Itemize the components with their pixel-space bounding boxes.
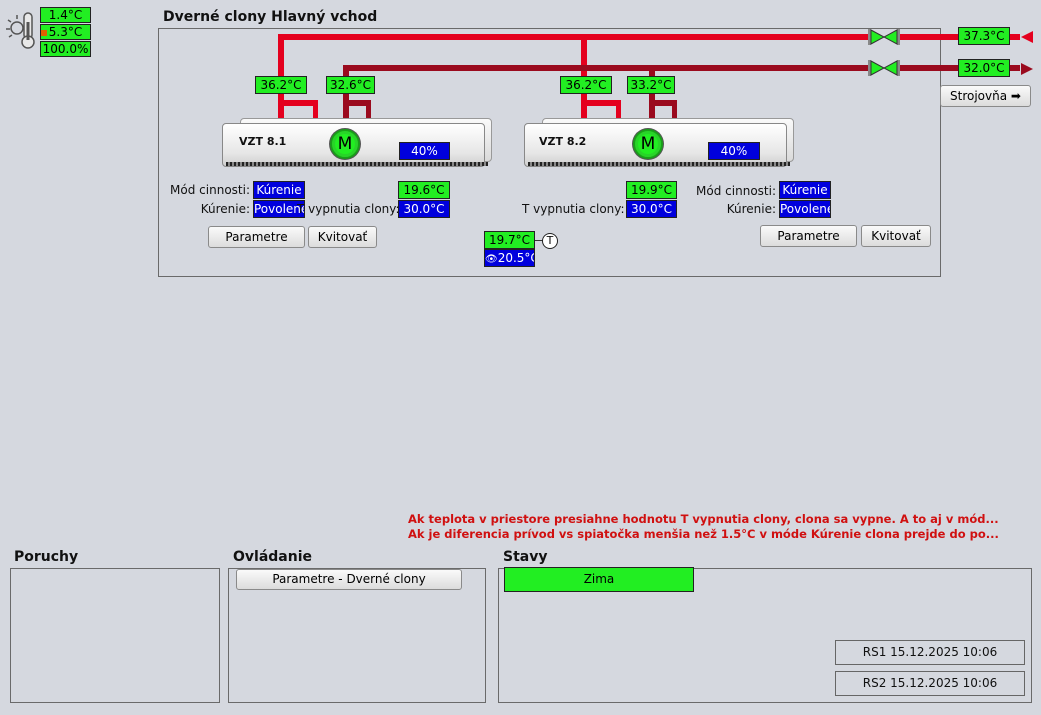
supply-pipe-after-valve [898, 34, 958, 40]
unit2-cutoff-temp[interactable]: 30.0°C [626, 200, 677, 218]
unit1-room-temp: 19.6°C [398, 181, 450, 199]
room-sensor-icon: T [542, 233, 558, 249]
unit1-name: VZT 8.1 [239, 135, 287, 148]
unit2-heating-label: Kúrenie: [726, 202, 776, 216]
unit2-motor-label: M [640, 134, 656, 154]
state-value: Zima [504, 567, 694, 592]
unit1-grille [226, 162, 488, 166]
return-hook-2b [672, 100, 677, 120]
return-arrow-icon [1021, 63, 1033, 75]
unit2-mode-label: Mód cinnosti: [696, 184, 776, 198]
unit2-heating-value[interactable]: Povolené [779, 200, 831, 218]
return-hook-1 [343, 100, 371, 106]
return-pipe-ext [1010, 65, 1020, 71]
control-params-button[interactable]: Parametre - Dverné clony [236, 569, 462, 590]
room-sensor-label: T [546, 234, 554, 247]
room-setpoint-value: 20.5°C [497, 251, 535, 265]
supply-hook-1 [278, 100, 318, 106]
outdoor-temp-2: 5.3°C [40, 24, 91, 40]
supply-pipe-ext [1010, 34, 1020, 40]
unit1-mode-value[interactable]: Kúrenie [253, 181, 305, 199]
unit2-supply-temp: 36.2°C [560, 76, 612, 94]
unit2-name: VZT 8.2 [539, 135, 587, 148]
unit1-fan-percent[interactable]: 40% [399, 142, 450, 160]
return-hook-1b [366, 100, 371, 120]
supply-hook-2 [581, 100, 621, 106]
note-1: Ak teplota v priestore presiahne hodnotu… [408, 512, 999, 526]
thermometer-sun-icon [6, 12, 35, 49]
outdoor-humidity: 100.0% [40, 41, 91, 57]
unit2-room-temp: 19.9°C [626, 181, 677, 199]
return-pipe-main [343, 65, 870, 71]
unit1-cutoff-temp[interactable]: 30.0°C [398, 200, 450, 218]
unit1-heating-label: Kúrenie: [200, 202, 250, 216]
unit2-return-temp: 33.2°C [627, 76, 675, 94]
main-title: Dverné clony Hlavný vchod [163, 9, 378, 25]
faults-panel [10, 568, 220, 703]
rs1-timestamp: RS1 15.12.2025 10:06 [835, 640, 1025, 665]
supply-valve-icon[interactable] [868, 27, 900, 47]
unit2-fan-percent[interactable]: 40% [708, 142, 760, 160]
unit2-params-button[interactable]: Parametre [760, 225, 857, 247]
unit2-ack-button[interactable]: Kvitovať [861, 225, 931, 247]
unit2-mode-value[interactable]: Kúrenie [779, 181, 831, 199]
supply-temp: 37.3°C [958, 27, 1010, 45]
supply-hook-2b [616, 100, 621, 120]
note-2: Ak je diferencia prívod vs spiatočka men… [408, 527, 999, 541]
manual-flag-icon [41, 30, 47, 36]
faults-title: Poruchy [14, 549, 79, 565]
room-sensor-connector [535, 240, 543, 241]
strojovna-button-label: Strojovňa [950, 89, 1008, 103]
unit1-heating-value[interactable]: Povolené [253, 200, 305, 218]
unit1-cutoff-label: T vypnutia clony: [297, 202, 400, 216]
unit2-cutoff-label: T vypnutia clony: [522, 202, 625, 216]
return-valve-icon[interactable] [868, 58, 900, 78]
eye-icon: 👁 [485, 254, 498, 265]
return-temp: 32.0°C [958, 59, 1010, 77]
states-title: Stavy [503, 549, 548, 565]
unit1-supply-temp: 36.2°C [255, 76, 307, 94]
return-hook-2 [649, 100, 677, 106]
unit2-grille [528, 162, 790, 166]
supply-hook-1b [313, 100, 318, 120]
room-temp: 19.7°C [484, 231, 535, 249]
strojovna-button[interactable]: Strojovňa ➡ [940, 85, 1031, 107]
supply-pipe-main [278, 34, 870, 40]
control-panel [228, 568, 486, 703]
unit1-ack-button[interactable]: Kvitovať [308, 226, 377, 248]
arrow-right-icon: ➡ [1010, 89, 1021, 103]
rs2-timestamp: RS2 15.12.2025 10:06 [835, 671, 1025, 696]
control-title: Ovládanie [233, 549, 313, 565]
return-pipe-after-valve [898, 65, 958, 71]
outdoor-temp: 1.4°C [40, 7, 91, 23]
room-setpoint[interactable]: 👁20.5°C [484, 249, 535, 267]
unit2-motor-icon[interactable]: M [633, 129, 663, 159]
unit1-params-button[interactable]: Parametre [208, 226, 305, 248]
supply-arrow-icon [1021, 31, 1033, 43]
unit1-return-temp: 32.6°C [326, 76, 375, 94]
unit1-motor-icon[interactable]: M [330, 129, 360, 159]
unit1-motor-label: M [337, 134, 353, 154]
unit1-mode-label: Mód cinnosti: [170, 183, 250, 197]
